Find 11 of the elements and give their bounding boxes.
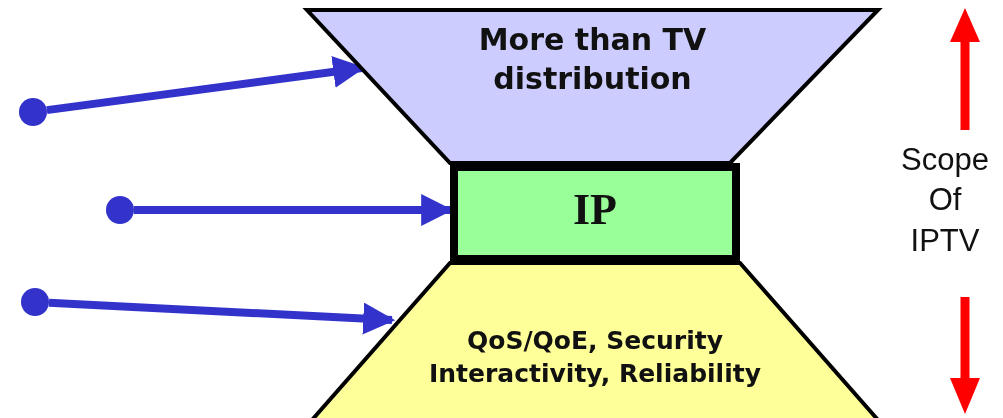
process-box	[450, 163, 740, 263]
shape-label: IP	[572, 184, 618, 236]
shape-label: QoS/QoE, Security Interactivity, Reliability	[428, 325, 762, 390]
shape-label: More than TV distribution	[477, 21, 708, 98]
circle-marker	[21, 288, 49, 316]
circle-marker	[106, 196, 134, 224]
scope-label: Scope Of IPTV	[900, 141, 990, 260]
trapezoid-shape	[310, 263, 880, 418]
circle-marker	[19, 98, 47, 126]
trapezoid-shape	[305, 8, 880, 163]
arrow	[48, 298, 396, 335]
